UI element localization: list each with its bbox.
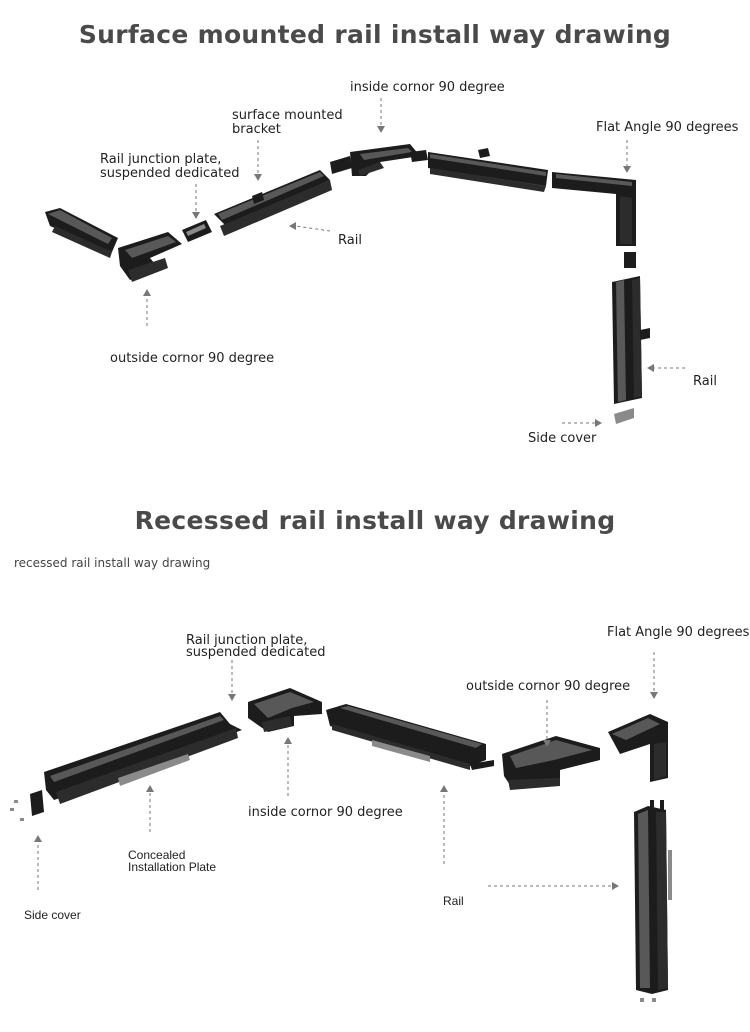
section1-arrows	[143, 98, 685, 427]
label-junction-line1: Rail junction plate,	[100, 152, 222, 167]
section2-subtitle: recessed rail install way drawing	[14, 556, 211, 570]
label-surface-bracket-line2: bracket	[232, 122, 281, 137]
surface-rail-1	[214, 170, 332, 236]
section1-title: Surface mounted rail install way drawing	[78, 20, 672, 49]
label-outside-corner: outside cornor 90 degree	[110, 351, 275, 366]
recessed-flat-angle	[608, 714, 668, 782]
surface-junction-plate	[182, 220, 212, 242]
surface-bracket	[330, 156, 352, 174]
label2-inside-corner: inside cornor 90 degree	[248, 805, 403, 820]
surface-flat-angle	[552, 172, 636, 268]
label2-rail: Rail	[443, 894, 464, 908]
label2-plate-line2: Installation Plate	[128, 860, 217, 874]
recessed-vertical-rail	[634, 800, 672, 1002]
recessed-rail-1	[44, 712, 242, 804]
label-surface-bracket-line1: surface mounted	[232, 108, 343, 123]
label2-side-cover: Side cover	[24, 908, 81, 922]
surface-inside-corner	[350, 144, 420, 176]
label-flat-angle: Flat Angle 90 degrees	[596, 120, 739, 135]
recessed-side-cover	[10, 790, 44, 821]
label2-junction-line2: suspended dedicated	[186, 645, 326, 660]
surface-outside-corner	[118, 232, 182, 282]
label-rail-b: Rail	[693, 374, 717, 389]
section2-title: Recessed rail install way drawing	[134, 506, 616, 535]
label2-outside-corner: outside cornor 90 degree	[466, 679, 631, 694]
section2-arrows	[34, 652, 658, 890]
label2-junction-line1: Rail junction plate,	[186, 633, 308, 648]
surface-side-cover	[614, 408, 634, 424]
label-rail-a: Rail	[338, 233, 362, 248]
surface-vertical-rail	[612, 276, 650, 404]
label-inside-corner: inside cornor 90 degree	[350, 80, 505, 95]
surface-end-rail	[45, 208, 118, 258]
recessed-rail-2	[326, 704, 494, 770]
label-side-cover: Side cover	[528, 431, 597, 446]
recessed-outside-corner	[502, 736, 600, 790]
label2-flat-angle: Flat Angle 90 degrees	[607, 625, 750, 640]
surface-rail-2	[410, 148, 548, 192]
label2-plate-line1: Concealed	[128, 848, 186, 862]
recessed-inside-corner	[248, 688, 322, 732]
label-junction-line2: suspended dedicated	[100, 166, 240, 181]
